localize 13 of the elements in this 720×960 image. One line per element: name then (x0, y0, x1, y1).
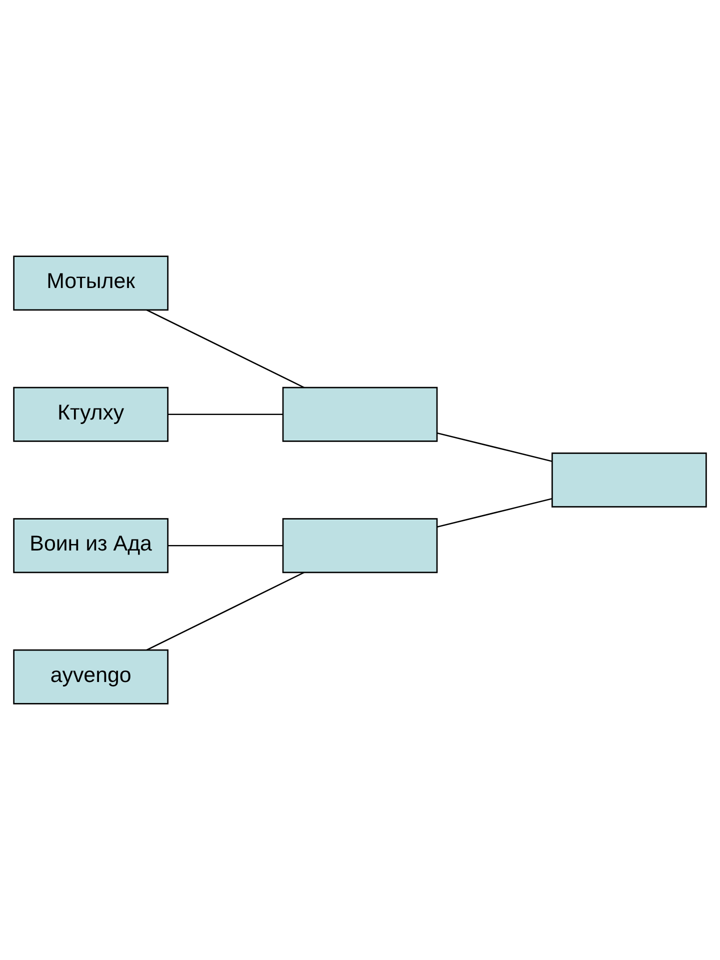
node-box (282, 518, 438, 574)
connector (168, 544, 283, 546)
connector (437, 498, 552, 528)
connector (146, 572, 304, 651)
node-box: ayvengo (13, 649, 168, 704)
connector (146, 309, 304, 388)
connector (168, 414, 283, 416)
node-box: Мотылек (13, 256, 168, 311)
node-box (282, 386, 438, 442)
node-box: Ктулху (13, 386, 168, 442)
node-box (552, 452, 707, 508)
connector (437, 432, 552, 462)
node-box: Воин из Ада (13, 518, 168, 574)
